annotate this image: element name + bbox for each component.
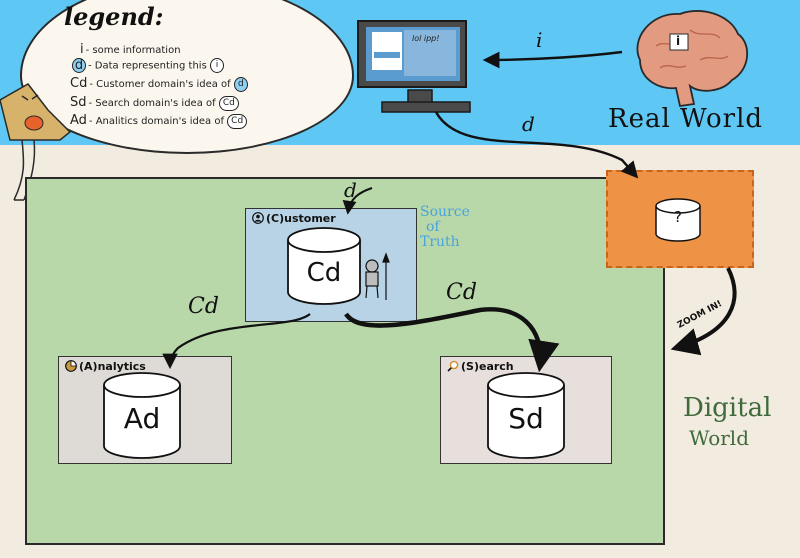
customer-domain-label: (C)ustomer: [252, 212, 336, 225]
legend-title: legend:: [64, 2, 164, 31]
search-cylinder-label: Sd: [508, 402, 544, 435]
sot-line1: Source: [420, 204, 470, 220]
legend-item-sd: Sd- Search domain's idea of Cd: [70, 95, 239, 111]
legend-text: - Data representing this: [88, 60, 207, 72]
arrow-label-d-real: d: [522, 112, 535, 136]
legend-bubble: [20, 0, 354, 154]
legend-text: - some information: [85, 45, 181, 56]
legend-text: - Analitics domain's idea of: [88, 116, 224, 127]
arrow-label-d-customer: d: [344, 178, 357, 202]
monitor-screen-text: lol ipp!: [412, 34, 440, 43]
user-icon: [252, 212, 264, 224]
digital-world-line1: Digital: [683, 393, 772, 423]
source-of-truth-label: Source of Truth: [420, 205, 490, 250]
pie-chart-icon: [65, 360, 77, 372]
search-domain-label: (S)earch: [447, 360, 514, 373]
arrow-label-i: i: [536, 28, 543, 52]
legend-key: d: [72, 58, 86, 73]
legend-text: - Customer domain's idea of: [89, 79, 231, 90]
legend-key: Ad: [70, 113, 87, 128]
legend-item-i: i- some information: [80, 42, 181, 57]
real-world-label: Real World: [608, 104, 764, 134]
legend-text: - Search domain's idea of: [88, 98, 216, 109]
arrow-label-cd-search: Cd: [446, 280, 477, 305]
legend-key: i: [80, 42, 84, 57]
legend-item-cd: Cd- Customer domain's idea of d: [70, 76, 248, 92]
magnifier-icon: [447, 360, 459, 372]
digital-world-label: Digital World: [683, 393, 793, 453]
sot-line3: Truth: [420, 234, 460, 250]
arrow-label-cd-analytics: Cd: [188, 294, 219, 319]
digital-world-line2: World: [689, 426, 749, 450]
legend-chip: i: [209, 58, 224, 73]
legend-item-d: d- Data representing this i: [72, 58, 224, 73]
legend-chip: Cd: [227, 113, 248, 129]
legend-key: Cd: [70, 76, 88, 91]
legend-chip: d: [233, 76, 248, 92]
legend-chip: Cd: [218, 95, 239, 111]
legend-key: Sd: [70, 95, 87, 110]
brain-badge: i: [676, 34, 681, 48]
legend-item-ad: Ad- Analitics domain's idea of Cd: [70, 113, 248, 129]
sot-line2: of: [426, 219, 440, 235]
unknown-cylinder-label: ?: [674, 208, 682, 226]
analytics-cylinder-label: Ad: [123, 402, 161, 435]
customer-cylinder-label: Cd: [306, 258, 342, 288]
analytics-domain-label: (A)nalytics: [65, 360, 146, 373]
